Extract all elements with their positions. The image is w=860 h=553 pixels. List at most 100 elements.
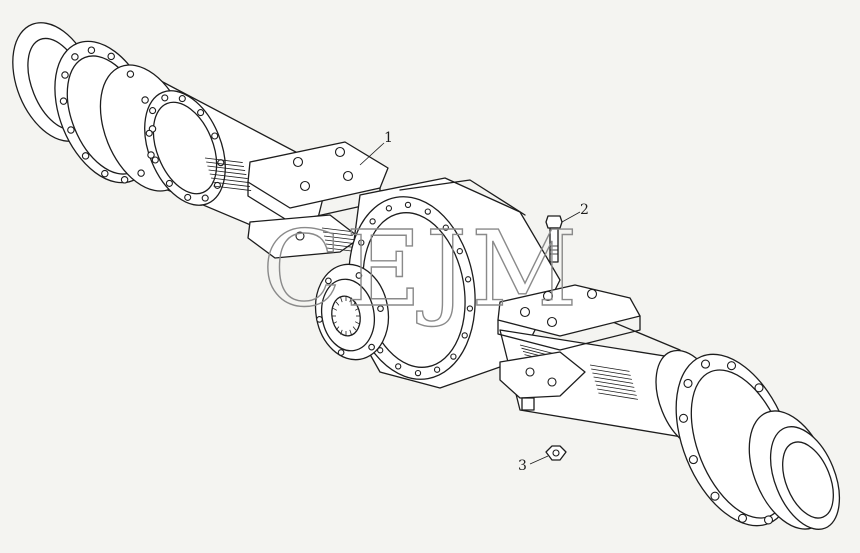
wheel-stud [726, 361, 737, 371]
wheel-stud [678, 413, 689, 423]
yoke-bolt-hole [337, 349, 345, 356]
rib-line [598, 392, 638, 400]
wheel-stud [700, 359, 711, 369]
spline-tooth [352, 301, 357, 306]
rib-line [597, 388, 637, 396]
flange-bolt-hole [151, 156, 159, 164]
carrier-bolt-hole [385, 205, 393, 212]
carrier-bolt-hole [433, 366, 441, 373]
carrier-bolt-hole [450, 353, 457, 360]
rib-line [206, 161, 244, 167]
flange-bolt-hole [149, 107, 157, 115]
carrier-bolt-hole [395, 363, 402, 370]
left-spring-seat [204, 141, 389, 259]
spline-tooth [355, 321, 360, 325]
left-wheel-hub [12, 22, 331, 251]
spline-tooth [335, 301, 340, 306]
callout-2: 2 [580, 202, 589, 218]
wheel-stud [710, 491, 720, 501]
carrier-bolt-hole [358, 239, 365, 246]
spline-tooth [349, 297, 352, 303]
wheel-stud [683, 378, 693, 388]
rib-line [321, 227, 352, 232]
rib-line [210, 177, 249, 183]
flange-bolt-hole [201, 194, 209, 202]
rib-line [324, 239, 355, 244]
spline-tooth [332, 321, 337, 325]
spline-tooth [335, 326, 340, 331]
bolt-part [545, 215, 563, 263]
carrier-bolt-hole [414, 369, 422, 377]
wheel-stud [763, 515, 774, 525]
rib-line [323, 235, 354, 240]
carrier-bolt-hole [464, 276, 472, 283]
rib-line [589, 364, 630, 372]
flange-bolt-hole [213, 181, 221, 189]
rib-line [207, 165, 246, 171]
hub-bolt-hole [141, 96, 149, 104]
hub-bolt-hole [67, 126, 75, 134]
flange-bolt-hole [161, 94, 169, 102]
yoke-bolt-hole [325, 277, 332, 285]
carrier-bolt-hole [461, 332, 468, 339]
rib-line [594, 380, 635, 388]
rib-line [212, 181, 250, 187]
carrier-bolt-hole [456, 248, 463, 255]
flange-bolt-hole [211, 132, 219, 140]
hub-bolt-hole [61, 71, 69, 79]
carrier-bolt-hole [404, 201, 412, 209]
carrier-bolt-hole [442, 224, 449, 231]
hub-bolt-hole [126, 70, 135, 78]
yoke-bolt-hole [316, 316, 323, 323]
rib-line [593, 376, 634, 384]
hub-bolt-hole [81, 152, 90, 160]
hub-bolt-hole [87, 46, 96, 54]
spline-tooth [349, 329, 352, 335]
rib-line [213, 185, 252, 191]
rib-line [322, 231, 353, 236]
rib-line [209, 173, 248, 179]
callout-3: 3 [518, 458, 527, 474]
flange-bolt-hole [145, 129, 153, 137]
spline-tooth [332, 307, 337, 311]
rib-line [204, 157, 243, 163]
hub-bolt-hole [59, 97, 68, 105]
spline-tooth [340, 297, 343, 303]
rib-line [591, 368, 631, 376]
right-wheel-hub [655, 349, 841, 530]
hub-bolt-hole [107, 52, 115, 61]
yoke-bolt-hole [355, 272, 363, 279]
flange-bolt-hole [178, 95, 186, 103]
hub-bolt-hole [71, 53, 79, 61]
wheel-stud [754, 383, 764, 393]
rib-line [208, 169, 247, 175]
wheel-stud [688, 455, 698, 465]
yoke-bolt-hole [368, 343, 375, 351]
leader-lines [359, 142, 581, 465]
right-spring-seat [497, 284, 641, 411]
carrier-bolt-hole [369, 218, 376, 225]
hub-bolt-hole [147, 151, 155, 159]
spline-tooth [355, 307, 360, 311]
carrier-bolt-hole [377, 347, 384, 354]
spline-tooth [340, 329, 343, 335]
flange-bolt-hole [217, 159, 225, 167]
wheel-stud [737, 513, 748, 523]
spline-tooth [352, 326, 357, 331]
nut-part [545, 445, 567, 461]
hub-bolt-hole [137, 169, 145, 177]
flange-bolt-hole [165, 179, 173, 187]
carrier-bolt-hole [466, 305, 474, 312]
flange-bolt-hole [184, 193, 192, 201]
callout-1: 1 [384, 130, 393, 146]
carrier-bolt-hole [424, 208, 431, 215]
rib-line [595, 384, 636, 392]
watermark: CEJM [262, 208, 582, 330]
rib-line [325, 243, 356, 248]
hub-bolt-hole [120, 176, 129, 184]
flange-bolt-hole [197, 109, 205, 117]
rib-line [592, 372, 632, 380]
yoke-bolt-hole [377, 305, 384, 312]
